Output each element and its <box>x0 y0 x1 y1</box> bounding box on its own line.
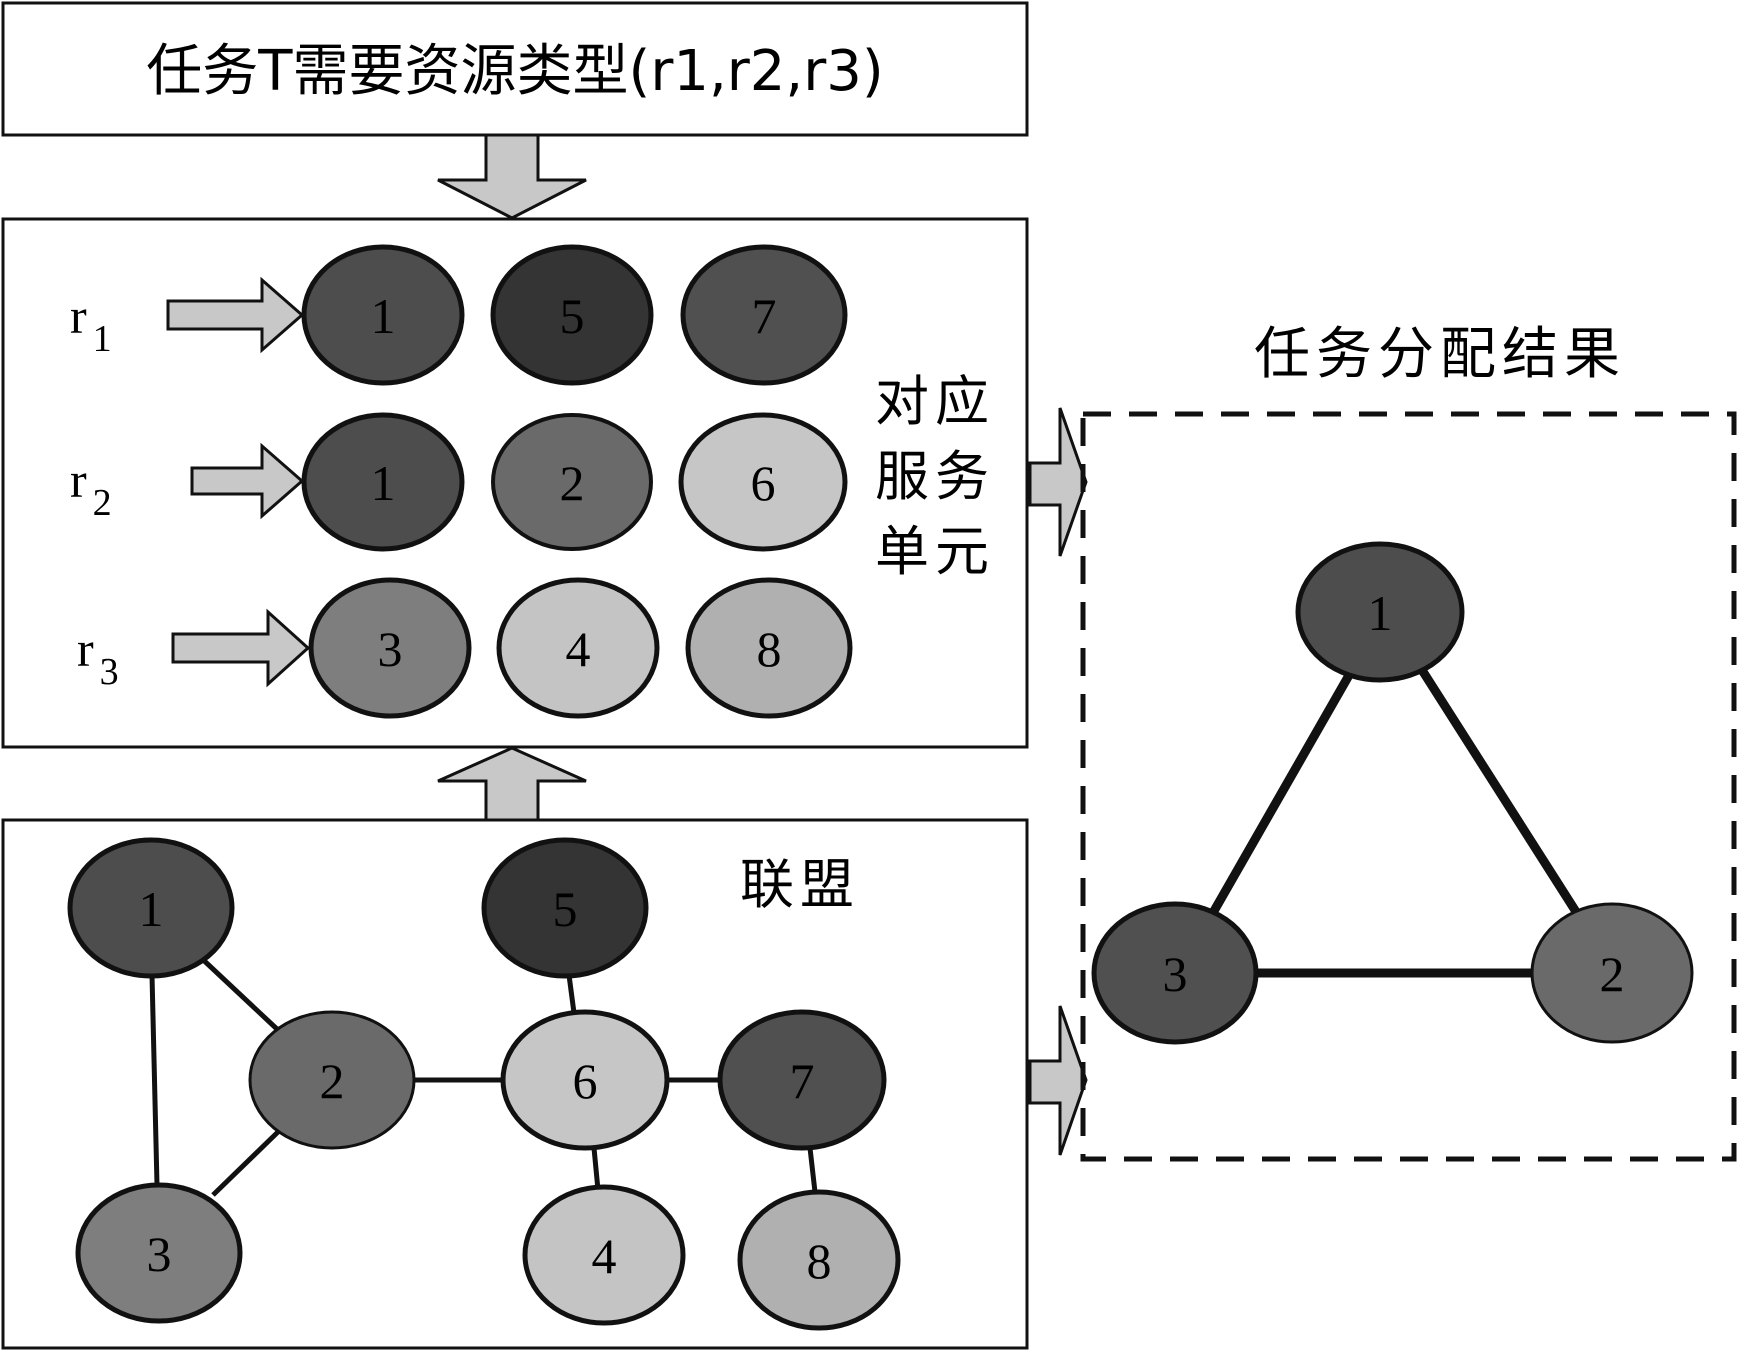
edge-1-2 <box>196 953 280 1032</box>
result-node-3-label: 3 <box>1163 946 1188 1002</box>
coalition-node-2 <box>248 1010 416 1150</box>
edge-1-3 <box>149 974 160 1186</box>
result-node-2-label: 2 <box>1600 946 1625 1002</box>
coalition-node-1-label: 1 <box>139 881 164 937</box>
r1-node-1 <box>301 244 465 386</box>
down-arrow <box>437 133 587 220</box>
edge-2-3 <box>211 1128 282 1197</box>
side-label-line-3: 单元 <box>875 520 995 583</box>
result-edges <box>1206 667 1584 978</box>
side-label-line-2: 服务 <box>875 445 995 508</box>
r2-node-2 <box>491 413 653 551</box>
coalition-node-7 <box>717 1009 887 1151</box>
coalition-node-4-label: 4 <box>592 1228 617 1284</box>
coalition-node-2-label: 2 <box>320 1053 345 1109</box>
coalition-node-8-label: 8 <box>807 1233 832 1289</box>
result-edge-1-3 <box>1206 667 1356 921</box>
r3-arrow <box>171 608 311 688</box>
coalition-node-6-label: 6 <box>573 1053 598 1109</box>
r1-node-7-label: 7 <box>752 288 777 344</box>
r1-node-5-label: 5 <box>560 288 585 344</box>
result-box <box>1080 411 1737 1162</box>
r3-node-3-label: 3 <box>378 621 403 677</box>
r1-arrow <box>166 276 305 354</box>
coalition-node-6 <box>500 1009 670 1151</box>
r3-node-3 <box>308 577 472 719</box>
r2-node-6-label: 6 <box>751 455 776 511</box>
edge-7-8 <box>807 1147 818 1193</box>
result-title: 任务分配结果 <box>1254 322 1626 387</box>
coalition-node-3 <box>75 1182 243 1324</box>
coalition-label: 联盟 <box>740 853 860 916</box>
r3-node-4 <box>496 577 660 719</box>
r3-node-8 <box>685 577 853 719</box>
coalition-node-7-label: 7 <box>790 1053 815 1109</box>
coalition-edges <box>149 953 818 1197</box>
r2-arrow <box>190 442 305 520</box>
edge-5-6 <box>566 974 577 1014</box>
up-arrow <box>437 746 587 824</box>
coalition-node-5 <box>481 837 649 979</box>
r1-node-7 <box>680 244 848 386</box>
title-text: 任务T需要资源类型(r1,r2,r3) <box>146 39 883 104</box>
coalition-node-5-label: 5 <box>553 881 578 937</box>
result-node-2 <box>1530 902 1694 1044</box>
r1-node-5 <box>490 244 654 386</box>
result-node-1-label: 1 <box>1368 585 1393 641</box>
right-arrow-top <box>1028 407 1088 557</box>
result-edge-1-2 <box>1418 667 1584 921</box>
r1-node-1-label: 1 <box>371 288 396 344</box>
title-box <box>1 1 1029 137</box>
edge-6-4 <box>591 1147 601 1191</box>
right-arrow-bottom <box>1028 1005 1088 1156</box>
coalition-node-4 <box>522 1184 686 1326</box>
r2-node-1 <box>301 412 465 552</box>
r3-node-8-label: 8 <box>757 621 782 677</box>
result-node-1 <box>1295 541 1465 683</box>
r2-node-6 <box>678 412 848 552</box>
coalition-node-1 <box>67 837 235 979</box>
r3-node-4-label: 4 <box>566 621 591 677</box>
side-label-line-1: 对应 <box>875 370 995 433</box>
result-node-3 <box>1091 901 1259 1045</box>
coalition-node-8 <box>737 1189 901 1331</box>
r2-node-2-label: 2 <box>560 455 585 511</box>
r2-node-1-label: 1 <box>371 455 396 511</box>
coalition-node-3-label: 3 <box>147 1226 172 1282</box>
